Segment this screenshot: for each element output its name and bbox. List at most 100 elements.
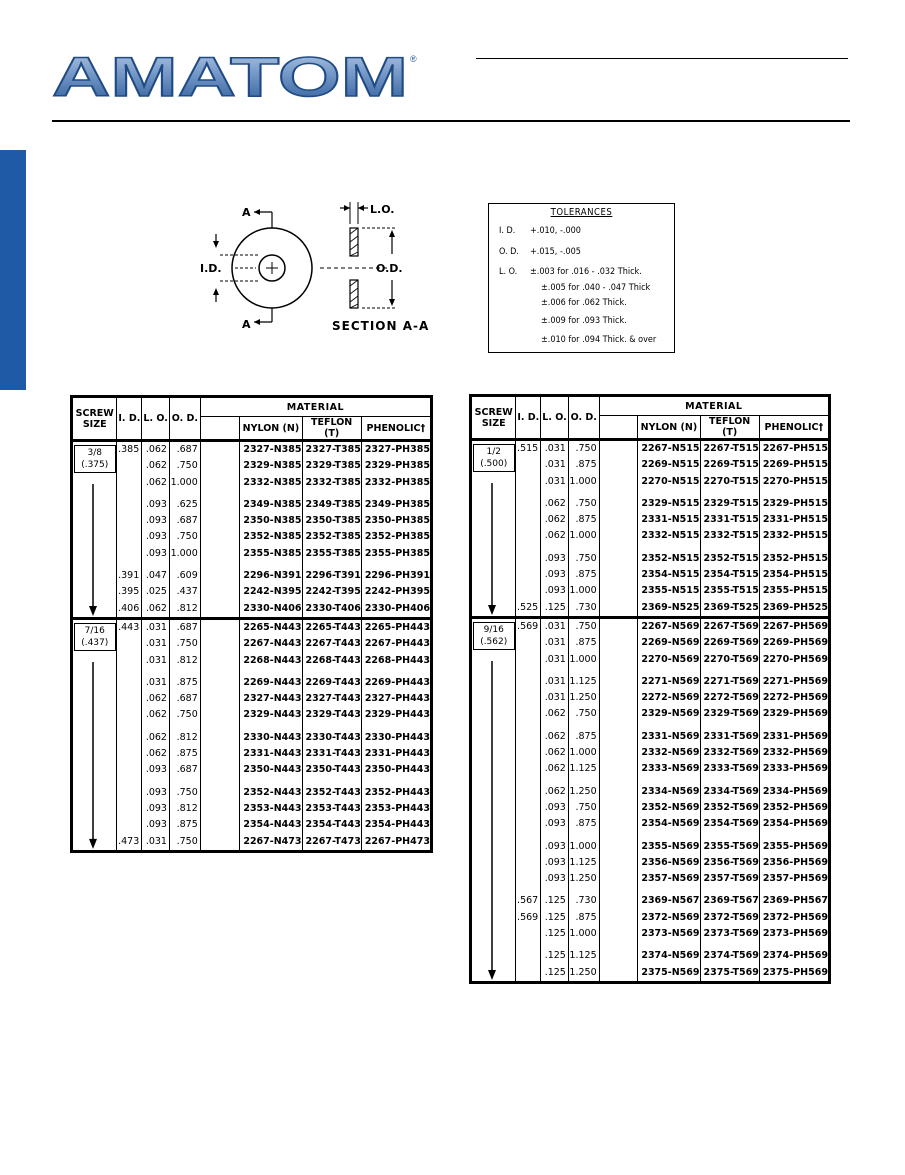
od-value: .875 [176, 819, 198, 831]
teflon-value: 2332-T569 [703, 747, 759, 759]
nylon-value: 2349-N385 [243, 498, 302, 510]
washer-diagram: A I.D. A L.O. O.D. SECTION A-A [200, 202, 428, 333]
phenolic-value: 2296-PH391 [364, 570, 430, 582]
tolerance-value: ±.006 for .062 Thick. [541, 298, 627, 308]
header-rule [52, 120, 850, 122]
lo-value: .125 [544, 966, 566, 978]
teflon-value: 2269-T515 [703, 459, 759, 471]
teflon-value: 2369-T525 [703, 601, 759, 613]
phenolic-value: 2353-PH443 [364, 802, 430, 814]
teflon-value: 2332-T385 [305, 476, 361, 488]
od-label: O.D. [376, 262, 403, 275]
lo-column: .062.062.062.093.093.093.093.047.025.062 [141, 439, 170, 619]
screw-size-decimal: (.437) [81, 637, 109, 648]
blank-cell [201, 636, 240, 652]
nylon-value: 2375-N569 [641, 966, 700, 978]
od-value: .812 [176, 602, 198, 614]
phenolic-value: 2373-PH569 [762, 928, 828, 940]
blank-cell [600, 635, 638, 651]
id-value [516, 652, 540, 668]
teflon-value: 2270-T515 [703, 475, 759, 487]
lo-value: .031 [544, 620, 566, 632]
nylon-value: 2355-N515 [641, 585, 700, 597]
blank-column [598, 438, 638, 618]
lo-value: .093 [145, 547, 167, 559]
header-teflon: TEFLON (T) [699, 415, 760, 440]
teflon-value: 2352-T515 [703, 552, 759, 564]
teflon-value: 2375-T569 [703, 966, 759, 978]
od-value: 1.000 [569, 840, 597, 852]
blank-cell [600, 457, 638, 473]
id-value [516, 729, 540, 745]
od-value: 1.250 [569, 692, 597, 704]
od-value: .730 [575, 895, 597, 907]
od-value: .750 [176, 709, 198, 721]
teflon-value: 2333-T569 [703, 763, 759, 775]
nylon-value: 2265-N443 [243, 621, 302, 633]
teflon-value: 2296-T391 [305, 570, 361, 582]
header-id: I. D. [116, 396, 142, 441]
nylon-value: 2369-N525 [641, 601, 700, 613]
lo-value: .093 [145, 802, 167, 814]
lo-column: .031.031.031.031.031.062.062.062.062.062… [540, 615, 569, 983]
id-value [117, 636, 141, 652]
id-value [117, 801, 141, 817]
tolerance-value: ±.009 for .093 Thick. [541, 316, 627, 326]
phenolic-value: 2352-PH385 [364, 531, 430, 543]
lo-value: .093 [544, 873, 566, 885]
tolerances-title: TOLERANCES [550, 207, 613, 218]
id-value: .391 [118, 570, 140, 582]
teflon-value: 2267-T515 [703, 443, 759, 454]
blank-cell [600, 567, 638, 583]
header-nylon: NYLON (N) [637, 415, 700, 440]
phenolic-value: 2355-PH569 [762, 840, 828, 852]
id-value: .569 [517, 911, 539, 923]
down-arrow-icon [89, 484, 97, 616]
phenolic-value: 2329-PH385 [364, 460, 430, 472]
blank-cell [201, 762, 240, 778]
screw-size-cell: 7/16(.437) [71, 616, 117, 852]
phenolic-value: 2331-PH515 [762, 514, 828, 526]
teflon-value: 2331-T515 [703, 514, 759, 526]
blank-cell [600, 441, 638, 457]
od-value: .609 [176, 570, 198, 582]
id-value [516, 965, 540, 981]
lo-value: .062 [145, 731, 167, 743]
nylon-value: 2331-N443 [243, 748, 302, 760]
id-value [117, 785, 141, 801]
blank-cell [201, 442, 240, 458]
id-value: .395 [118, 586, 140, 598]
teflon-value: 2270-T569 [703, 653, 759, 665]
od-value: .687 [176, 693, 198, 705]
id-value [117, 653, 141, 669]
id-column: .515.525 [515, 438, 541, 618]
lo-value: .031 [145, 676, 167, 688]
id-value [516, 948, 540, 964]
phenolic-value: 2329-PH569 [762, 708, 828, 720]
lo-value: .031 [145, 654, 167, 666]
lo-column-values: .031.031.031.031.031.062.062.062.062.062… [541, 619, 568, 981]
lo-value: .031 [544, 692, 566, 704]
blank-cell [600, 871, 638, 887]
lo-column: .031.031.031.031.062.062.062.062.093.093… [141, 616, 170, 852]
header-nylon: NYLON (N) [239, 416, 302, 441]
blank-cell [201, 730, 240, 746]
phenolic-value: 2330-PH443 [364, 731, 430, 743]
teflon-value: 2268-T443 [305, 654, 361, 666]
header-id: I. D. [515, 395, 541, 440]
lo-value: .062 [544, 785, 566, 797]
id-value [516, 800, 540, 816]
phenolic-value: 2369-PH567 [762, 895, 828, 907]
od-value: .750 [176, 786, 198, 798]
phenolic-value: 2354-PH569 [762, 818, 828, 830]
phenolic-value: 2352-PH443 [364, 786, 430, 798]
teflon-value: 2355-T385 [305, 547, 361, 559]
phenolic-value: 2350-PH385 [364, 515, 430, 527]
nylon-value: 2331-N569 [641, 730, 700, 742]
lo-value: .062 [145, 476, 167, 488]
